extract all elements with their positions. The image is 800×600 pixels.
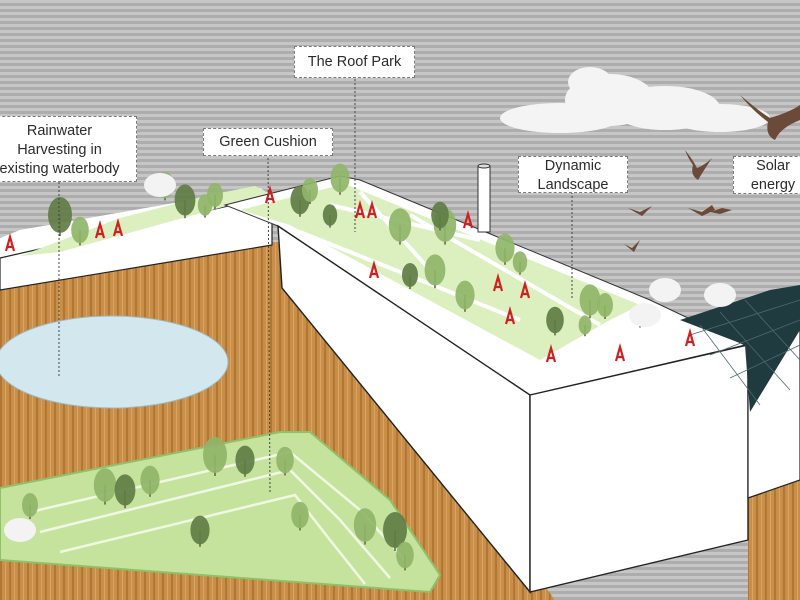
tree <box>22 493 38 519</box>
tree <box>424 254 446 289</box>
label-dynamic-landscape: Dynamic Landscape <box>518 156 628 193</box>
red-marker <box>492 272 504 292</box>
red-marker <box>545 343 557 363</box>
bird-icon <box>624 95 800 252</box>
label-solar-line2: energy <box>750 177 796 193</box>
red-marker <box>368 259 380 279</box>
tree <box>512 251 528 275</box>
tree <box>235 445 255 477</box>
tree <box>578 315 592 337</box>
label-rainwater-line2: Harvesting in <box>17 142 102 158</box>
white-tree <box>4 518 36 542</box>
tree <box>207 183 223 209</box>
white-tree <box>704 283 736 307</box>
tree <box>291 501 309 531</box>
red-marker <box>462 209 474 229</box>
label-dynamic-line2: Landscape <box>537 177 609 193</box>
label-solar-line1: Solar <box>756 158 790 174</box>
tree <box>495 233 515 265</box>
tree <box>174 184 196 219</box>
green-cushion-contours <box>29 450 406 585</box>
white-tree <box>144 173 176 197</box>
label-roof-park: The Roof Park <box>294 46 415 78</box>
white-tree <box>649 278 681 302</box>
label-roof-park-text: The Roof Park <box>307 54 402 70</box>
solar-panel-array <box>680 285 800 412</box>
tree <box>455 280 475 312</box>
tree <box>48 197 72 236</box>
red-marker <box>366 199 378 219</box>
tree <box>302 178 318 204</box>
tree <box>322 204 338 228</box>
red-marker <box>94 219 106 239</box>
tree <box>383 512 407 551</box>
cloud <box>500 67 770 133</box>
tree <box>190 515 210 547</box>
label-solar-energy: Solar energy <box>733 156 800 194</box>
tree <box>546 306 564 336</box>
tree <box>579 284 601 319</box>
tree <box>276 446 294 476</box>
tree-group <box>4 163 736 571</box>
tree <box>402 263 418 289</box>
tree <box>71 216 89 246</box>
tree <box>353 508 377 545</box>
label-green-cushion: Green Cushion <box>203 128 333 156</box>
main-building-front-wall <box>529 344 749 593</box>
red-marker-group <box>4 184 696 363</box>
existing-waterbody <box>0 315 229 409</box>
red-marker <box>504 305 516 325</box>
red-marker <box>112 217 124 237</box>
tree <box>140 465 160 497</box>
white-tree <box>629 303 661 327</box>
tree <box>93 468 117 505</box>
red-marker <box>4 232 16 252</box>
tree <box>114 474 136 509</box>
tree <box>396 541 414 571</box>
tree <box>597 293 613 319</box>
label-green-cushion-text: Green Cushion <box>219 134 317 150</box>
red-marker <box>354 199 366 219</box>
solar-panel-grid <box>689 299 800 406</box>
tree <box>388 208 412 245</box>
tree <box>203 437 227 476</box>
tree <box>431 201 449 231</box>
label-rainwater-harvesting: Rainwater Harvesting in existing waterbo… <box>0 116 137 182</box>
label-rainwater-line1: Rainwater <box>26 123 93 139</box>
ground-wood-right <box>748 480 800 600</box>
chimney <box>477 165 491 233</box>
tree <box>330 163 350 195</box>
red-marker <box>614 342 626 362</box>
label-rainwater-line3: existing waterbody <box>0 161 120 177</box>
red-marker <box>684 327 696 347</box>
label-dynamic-line1: Dynamic <box>544 158 602 174</box>
callout-lines <box>58 79 573 493</box>
red-marker <box>519 279 531 299</box>
